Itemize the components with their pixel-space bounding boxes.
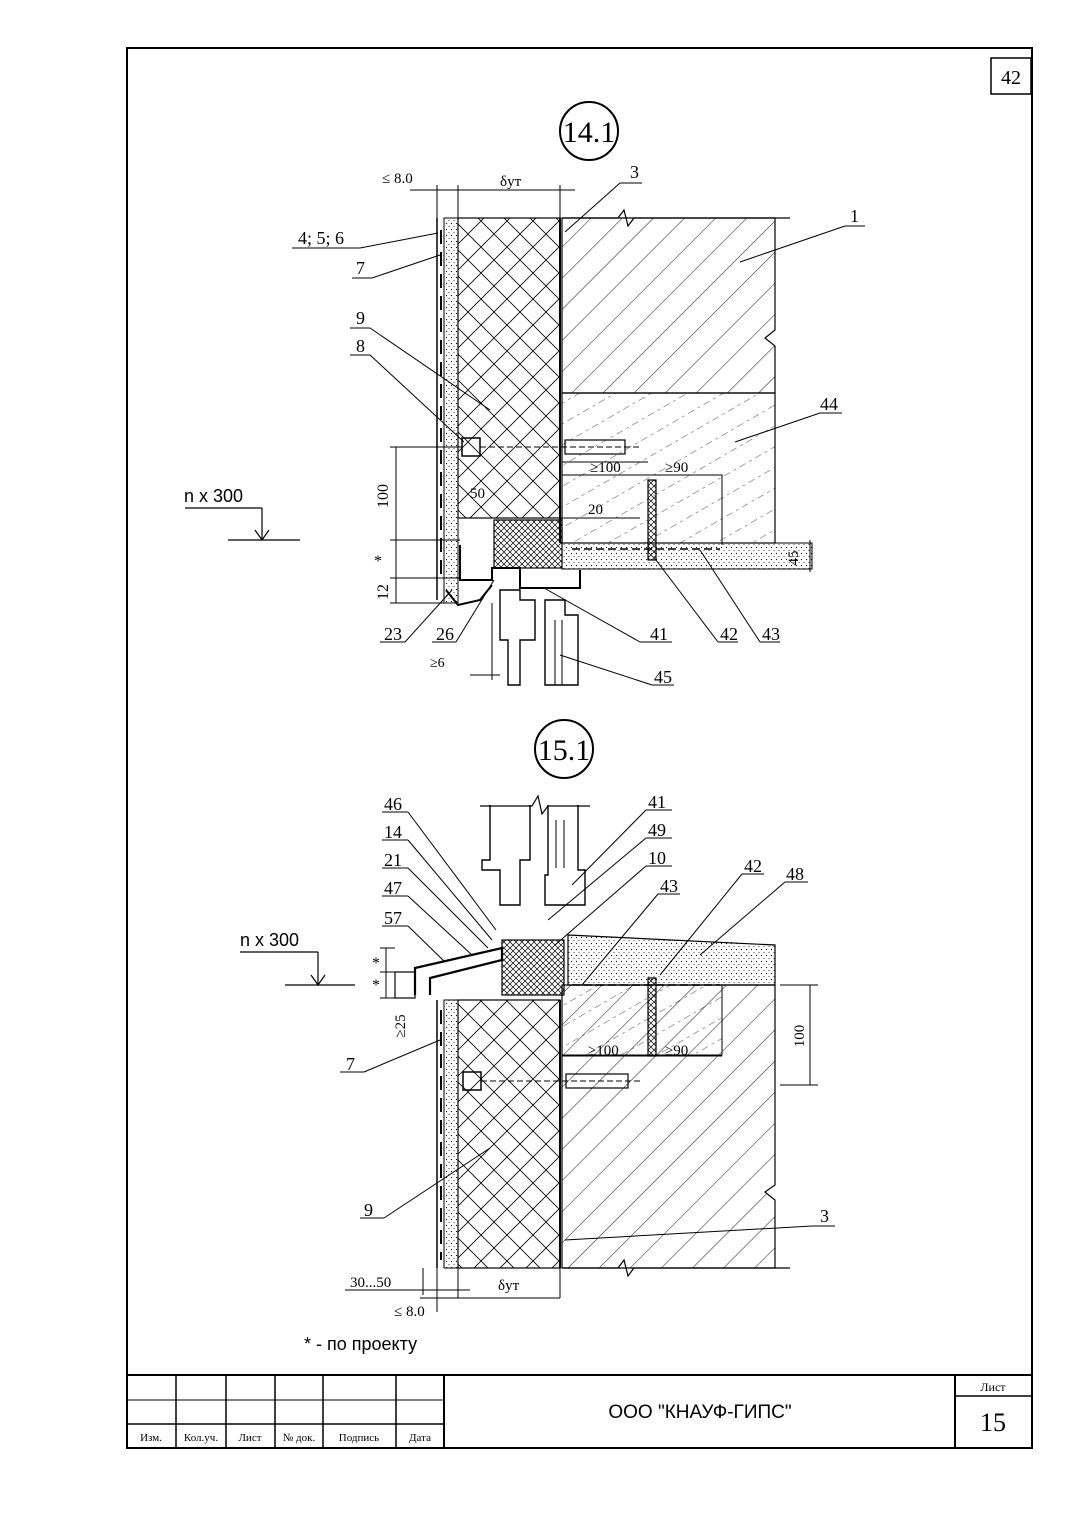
corner-sheet-number: 42	[1001, 67, 1021, 89]
dim-ge90: ≥90	[665, 1043, 688, 1059]
dim-100: 100	[375, 484, 392, 508]
callout-8: 8	[356, 336, 365, 356]
callout-3: 3	[820, 1206, 829, 1226]
break-symbol	[562, 208, 790, 228]
dim-12: 12	[375, 584, 392, 600]
sheet-frame	[126, 47, 1033, 1449]
window-sash-left	[499, 589, 536, 686]
screw-anchor	[647, 479, 657, 561]
callout-9: 9	[364, 1200, 373, 1220]
callout-47: 47	[384, 878, 402, 898]
dim-star-bottom: *	[372, 977, 380, 994]
dim-ge100: ≥100	[588, 1043, 619, 1059]
callout-10: 10	[648, 848, 666, 868]
dim-max-thickness: ≤ 8.0	[394, 1304, 425, 1320]
callout-43: 43	[660, 876, 678, 896]
dimension-lines	[390, 185, 811, 680]
dim-insulation: δут	[500, 174, 522, 190]
callout-7: 7	[346, 1054, 355, 1074]
dim-20: 20	[588, 502, 603, 518]
footnote: * - по проекту	[304, 1334, 417, 1354]
callout-48: 48	[786, 864, 804, 884]
callout-49: 49	[648, 820, 666, 840]
level-mark-label: n x 300	[184, 486, 243, 506]
dim-star: *	[374, 553, 382, 570]
callout-leaders	[292, 182, 865, 686]
dim-star-top: *	[372, 955, 380, 972]
reveal-plaster	[561, 542, 813, 570]
detail-14-1: 14.1	[184, 101, 865, 687]
break-symbol-bottom	[562, 1258, 790, 1278]
dim-ge25: ≥25	[393, 1014, 409, 1037]
callout-41: 41	[650, 624, 668, 644]
callout-1: 1	[850, 206, 859, 226]
callout-43: 43	[762, 624, 780, 644]
callout-42: 42	[744, 856, 762, 876]
title-col-kol-uch: Кол.уч.	[184, 1432, 218, 1444]
dim-45: 45	[786, 551, 802, 566]
callout-42: 42	[720, 624, 738, 644]
callout-57: 57	[384, 908, 402, 928]
detail-title-circle	[559, 101, 619, 161]
window-frame-block	[493, 519, 563, 569]
insulation-board	[457, 217, 561, 519]
dim-ge6: ≥6	[430, 656, 445, 671]
level-mark	[185, 507, 300, 542]
screw-anchor	[647, 977, 657, 1057]
detail-title: 14.1	[563, 116, 616, 149]
title-col-list: Лист	[238, 1432, 261, 1444]
title-col-doc: № док.	[283, 1432, 316, 1444]
dimension-lines	[345, 947, 818, 1312]
inner-window-sill	[567, 934, 776, 986]
title-col-izm: Изм.	[140, 1432, 162, 1444]
base-plaster	[443, 217, 459, 604]
window-sash-right	[544, 805, 586, 906]
detail-title: 15.1	[538, 734, 591, 767]
detail-title-circle	[534, 719, 594, 779]
title-col-date: Дата	[409, 1432, 431, 1444]
dim-ge100: ≥100	[590, 460, 621, 476]
callout-44: 44	[820, 394, 838, 414]
callout-45: 45	[654, 667, 672, 687]
callout-23: 23	[384, 624, 402, 644]
callout-4-5-6: 4; 5; 6	[298, 228, 344, 248]
under-sill-block	[561, 984, 723, 1056]
dim-insulation: δут	[498, 1278, 520, 1294]
window-frame-block	[501, 939, 565, 996]
window-sash-left	[481, 805, 531, 906]
base-plaster	[443, 999, 459, 1269]
dim-range: 30...50	[350, 1275, 391, 1291]
corner-number-box	[990, 57, 1032, 95]
callout-9: 9	[356, 308, 365, 328]
callout-26: 26	[436, 624, 454, 644]
level-mark-label: n x 300	[240, 930, 299, 950]
sheet-number: 15	[980, 1408, 1006, 1437]
sheet-label: Лист	[980, 1380, 1006, 1394]
title-block	[127, 1374, 1032, 1448]
callout-41: 41	[648, 792, 666, 812]
callout-3: 3	[630, 162, 639, 182]
dim-ge90: ≥90	[665, 460, 688, 476]
sill-profile	[459, 545, 581, 589]
dowel-anchor	[462, 1071, 640, 1091]
title-col-signature: Подпись	[339, 1432, 379, 1444]
sill-end-cap	[394, 971, 416, 999]
callout-leaders	[340, 809, 835, 1241]
callout-7: 7	[356, 258, 365, 278]
break-symbol-top	[480, 794, 590, 816]
dim-100: 100	[792, 1025, 808, 1048]
callout-46: 46	[384, 794, 402, 814]
detail-15-1: 15.1	[240, 719, 835, 1320]
callout-21: 21	[384, 850, 402, 870]
masonry-wall	[561, 217, 776, 394]
dim-50: 50	[470, 486, 485, 502]
dim-max-thickness: ≤ 8.0	[382, 171, 413, 187]
outer-metal-sill	[413, 946, 504, 995]
insulation-board	[457, 999, 561, 1269]
organization-name: ООО "КНАУФ-ГИПС"	[608, 1402, 791, 1423]
level-mark	[240, 951, 355, 987]
callout-14: 14	[384, 822, 402, 842]
